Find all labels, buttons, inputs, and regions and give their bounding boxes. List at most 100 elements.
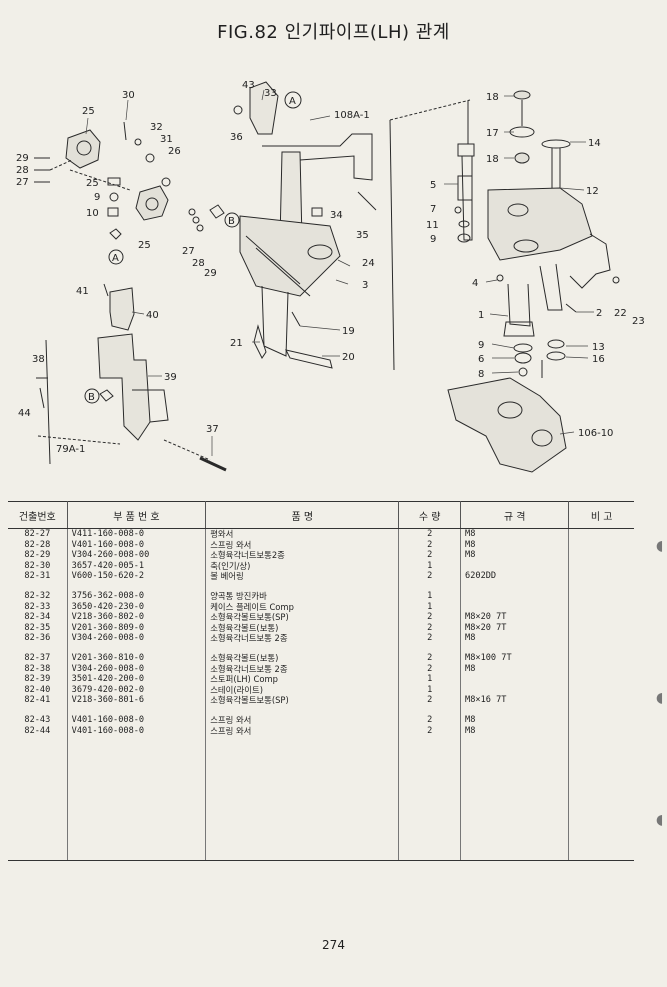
cell-note: [569, 623, 634, 634]
label-28: 28: [16, 165, 29, 176]
label-13: 13: [592, 342, 605, 353]
cell-part: 3657-420-005-1: [67, 560, 207, 572]
cell-qty: 2: [398, 612, 462, 623]
cell-name: 소형육각볼트보통(SP): [205, 695, 400, 706]
label-28-b: 28: [192, 258, 205, 269]
ref-a-left-letter: A: [112, 253, 119, 264]
cell-ref: 82-28: [8, 539, 68, 551]
table-filler-row: [8, 736, 634, 857]
binding-hole-mark: ◖: [656, 812, 664, 828]
cell-part: V304-260-008-0: [67, 633, 207, 644]
part-8: [518, 367, 528, 377]
cell-name: 소형육각너트보통 2종: [205, 633, 400, 644]
label-4: 4: [472, 278, 478, 289]
cell-note: [569, 591, 634, 602]
cell-ref: 82-41: [8, 695, 68, 706]
cell-note: [569, 685, 634, 696]
cell-ref: 82-34: [8, 612, 68, 623]
cell-spec: M8: [460, 663, 570, 675]
cell-part: V304-260-008-0: [67, 663, 207, 675]
table-spacer-row: [8, 581, 634, 591]
nut-29: [196, 224, 204, 232]
label-9-b: 9: [430, 234, 436, 245]
ref-b-left-letter: B: [88, 392, 95, 403]
cell-part: V218-360-801-6: [67, 695, 207, 706]
label-1: 1: [478, 310, 484, 321]
nut-31: [145, 153, 155, 163]
label-11: 11: [426, 220, 439, 231]
cell-qty: 2: [398, 633, 462, 644]
label-17: 17: [486, 128, 499, 139]
label-10: 10: [86, 208, 99, 219]
bolt-41: [103, 283, 109, 297]
label-9-c: 9: [478, 340, 484, 351]
label-32: 32: [150, 122, 163, 133]
label-25: 25: [82, 106, 95, 117]
cell-note: [569, 633, 634, 644]
label-30: 30: [122, 90, 135, 101]
cell-ref: 82-44: [8, 725, 68, 737]
label-12: 12: [586, 186, 599, 197]
cell-qty: 1: [398, 684, 462, 696]
part-9: [457, 233, 471, 243]
label-6: 6: [478, 354, 484, 365]
stay-108A: [262, 133, 373, 181]
cell-spec: M8: [460, 633, 570, 644]
cell-name: 스프링 와서: [205, 725, 400, 737]
cell-name: 스테이(라이트): [205, 684, 400, 696]
label-27-b: 27: [182, 246, 195, 257]
intake-pipe-assembly: [239, 151, 341, 357]
cell-qty: 2: [398, 622, 462, 634]
cell-part: V401-160-008-0: [67, 714, 207, 726]
cell-note: [569, 653, 634, 664]
cell-spec: [460, 674, 570, 685]
manifold-106: [447, 377, 567, 473]
label-44: 44: [18, 408, 31, 419]
label-35: 35: [356, 230, 369, 241]
cell-spec: [460, 601, 570, 613]
label-108a-1: 108A-1: [334, 110, 370, 121]
clip-b2: [99, 389, 114, 402]
cover-20: [285, 311, 333, 369]
cell-note: [569, 612, 634, 623]
cell-name: 스프링 와서: [205, 714, 400, 726]
ref-circle-a-left: [108, 249, 124, 265]
cell-qty: 1: [398, 674, 462, 685]
part-11: [458, 220, 470, 228]
cell-ref: 82-35: [8, 622, 68, 634]
cell-qty: 2: [398, 571, 462, 582]
washer-32: [134, 138, 142, 146]
bolt-35: [357, 191, 377, 211]
cell-note: [569, 561, 634, 572]
page-number: 274: [322, 938, 345, 952]
header-part-name: 품 명: [205, 501, 400, 529]
cell-spec: M8: [460, 550, 570, 561]
cell-name: 양곡통 방진카바: [205, 590, 400, 602]
part-4: [496, 274, 504, 282]
table-spacer-row: [8, 643, 634, 653]
frame-79A: [36, 339, 51, 465]
cell-qty: 1: [398, 590, 462, 602]
header-ref-no: 건출번호: [8, 501, 68, 529]
cell-note: [569, 664, 634, 675]
ref-circle-b-mid: [224, 212, 240, 228]
label-20: 20: [342, 352, 355, 363]
nut-36: [233, 105, 243, 115]
part-22: [612, 276, 620, 284]
label-5: 5: [430, 180, 436, 191]
header-remarks: 비 고: [568, 501, 634, 529]
label-29: 29: [16, 153, 29, 164]
binding-hole-mark: ◖: [656, 690, 664, 706]
washer-27: [188, 208, 196, 216]
cell-part: 3679-420-002-0: [67, 684, 207, 696]
cell-note: [569, 550, 634, 561]
label-24: 24: [362, 258, 375, 269]
cell-ref: 82-43: [8, 714, 68, 726]
